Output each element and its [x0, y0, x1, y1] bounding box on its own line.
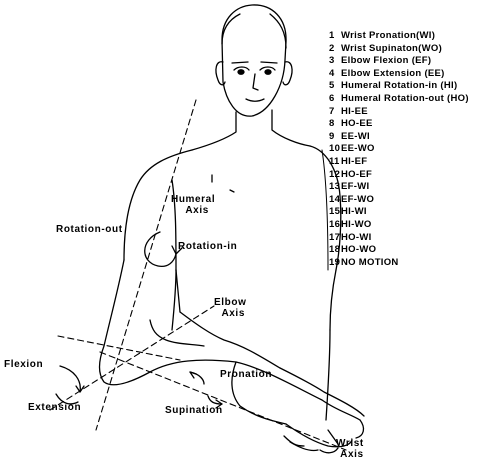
motion-list-item: 15HI-WI: [329, 206, 367, 217]
motion-list-item: 19NO MOTION: [329, 257, 399, 268]
rotation-out-label: Rotation-out: [56, 224, 123, 235]
motion-text: Elbow Flexion (EF): [341, 55, 431, 66]
motion-number: 11: [329, 156, 341, 167]
motion-text: HI-WO: [341, 219, 372, 230]
motion-list-item: 12HO-EF: [329, 169, 372, 180]
motion-text: EE-WI: [341, 131, 370, 142]
motion-number: 7: [329, 106, 341, 117]
extension-label: Extension: [28, 402, 81, 413]
list-connector: [322, 150, 328, 270]
motion-list-item: 11HI-EF: [329, 156, 367, 167]
motion-number: 18: [329, 244, 341, 255]
motion-number: 3: [329, 55, 341, 66]
motion-number: 19: [329, 257, 341, 268]
humeral-axis-line: [96, 100, 196, 430]
motion-text: NO MOTION: [341, 257, 399, 268]
motion-number: 12: [329, 169, 341, 180]
arm-drawing: [100, 260, 365, 453]
motion-number: 14: [329, 194, 341, 205]
motion-text: HO-WI: [341, 232, 372, 243]
rotation-in-label: Rotation-in: [178, 241, 237, 252]
motion-number: 15: [329, 206, 341, 217]
motion-text: HO-EF: [341, 169, 372, 180]
motion-text: Humeral Rotation-out (HO): [341, 93, 469, 104]
forearm-axis-line: [100, 352, 346, 450]
motion-number: 2: [329, 43, 341, 54]
axis-lines: [50, 100, 346, 450]
motion-text: Wrist Pronation(WI): [341, 30, 435, 41]
elbow-axis-line: [50, 306, 214, 410]
flexion-label: Flexion: [4, 359, 43, 370]
motion-text: Wrist Supinaton(WO): [341, 43, 442, 54]
motion-text: HO-EE: [341, 118, 373, 129]
motion-text: HI-EF: [341, 156, 367, 167]
motion-list-item: 18HO-WO: [329, 244, 376, 255]
motion-number: 6: [329, 93, 341, 104]
elbow-axis-label: Elbow Axis: [214, 297, 246, 319]
motion-number: 1: [329, 30, 341, 41]
motion-number: 13: [329, 181, 341, 192]
motion-text: EE-WO: [341, 143, 375, 154]
motion-number: 5: [329, 80, 341, 91]
wrist-axis-label: Wrist Axis: [336, 438, 364, 460]
motion-number: 4: [329, 68, 341, 79]
motion-list-item: 16HI-WO: [329, 219, 372, 230]
motion-text: Elbow Extension (EE): [341, 68, 445, 79]
motion-list-item: 17HO-WI: [329, 232, 372, 243]
supination-label: Supination: [165, 405, 223, 416]
motion-text: HO-WO: [341, 244, 376, 255]
motion-text: EF-WI: [341, 181, 369, 192]
motion-list-item: 13EF-WI: [329, 181, 369, 192]
motion-text: HI-EE: [341, 106, 368, 117]
head-drawing: [192, 5, 310, 150]
motion-text: Humeral Rotation-in (HI): [341, 80, 457, 91]
motion-text: HI-WI: [341, 206, 367, 217]
motion-number: 9: [329, 131, 341, 142]
motion-number: 16: [329, 219, 341, 230]
pronation-label: Pronation: [220, 369, 272, 380]
motion-text: EF-WO: [341, 194, 374, 205]
motion-number: 17: [329, 232, 341, 243]
motion-list-item: 14EF-WO: [329, 194, 374, 205]
motion-number: 10: [329, 143, 341, 154]
motion-number: 8: [329, 118, 341, 129]
humeral-axis-label: Humeral Axis: [171, 194, 215, 216]
motion-list-item: 10EE-WO: [329, 143, 375, 154]
